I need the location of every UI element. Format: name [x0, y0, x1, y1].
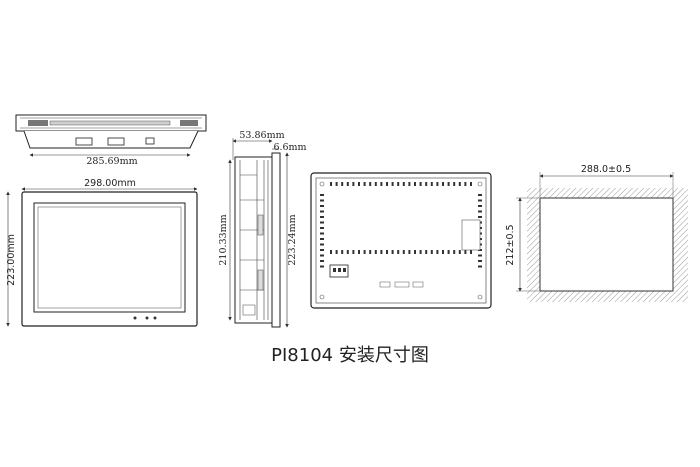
vent-slot [447, 250, 450, 254]
vent-slot [430, 182, 433, 186]
vent-slot [408, 250, 411, 254]
vent-slot [464, 250, 467, 254]
vent-slot [478, 216, 482, 218]
vent-slot [436, 182, 439, 186]
vent-slot [419, 250, 422, 254]
vent-slot [419, 182, 422, 186]
top-view-width-label: 285.69mm [86, 156, 137, 167]
vent-slot [335, 250, 338, 254]
vent-slot [363, 182, 366, 186]
vent-slot [478, 210, 482, 213]
vent-slot [335, 182, 338, 186]
vent-slot [352, 250, 355, 254]
vent-slot [341, 182, 344, 186]
vent-slot [478, 194, 482, 196]
vent-slot [374, 182, 377, 186]
vent-slot [320, 232, 324, 235]
vent-slot [320, 260, 324, 262]
vent-slot [320, 249, 324, 251]
vent-slot [374, 250, 377, 254]
vent-slot [478, 199, 482, 202]
vent-slot [320, 238, 324, 240]
vent-slot [397, 182, 400, 186]
vent-slot [402, 182, 405, 186]
vent-slot [346, 182, 349, 186]
vent-slot [458, 182, 461, 186]
vent-slot [425, 250, 428, 254]
front-view: 298.00mm 223.00mm [6, 178, 198, 327]
vent-slot [391, 182, 394, 186]
front-height-label: 223.00mm [6, 234, 17, 286]
vent-slot [470, 182, 472, 186]
vent-slot [330, 250, 332, 254]
vent-slot [330, 182, 332, 186]
vent-slot [363, 250, 366, 254]
vent-slot [320, 243, 324, 246]
vent-slot [402, 250, 405, 254]
rear-view [310, 172, 492, 309]
vent-slot [478, 260, 482, 262]
cutout-height-label: 212±0.5 [505, 224, 516, 265]
vent-slot [341, 250, 344, 254]
side-bezel-label: 6.6mm [273, 142, 306, 153]
vent-slot [346, 250, 349, 254]
vent-slot [358, 182, 360, 186]
vent-slot [320, 205, 324, 207]
vent-slot [478, 254, 482, 257]
vent-slot [436, 250, 439, 254]
vent-slot [320, 227, 324, 229]
vent-slot [425, 182, 428, 186]
vent-slot [320, 254, 324, 257]
led-indicator [153, 316, 157, 320]
vent-slot [458, 250, 461, 254]
vent-slot [380, 250, 383, 254]
led-indicator [133, 316, 137, 320]
vent-slot [320, 265, 324, 268]
side-inner-height-label: 210.33mm [218, 214, 229, 265]
vent-slot [391, 250, 394, 254]
side-view: 53.86mm 6.6mm 210.33mm 223.24mm [218, 130, 307, 328]
front-width-label: 298.00mm [84, 178, 136, 189]
cutout-width-label: 288.0±0.5 [581, 164, 631, 175]
vent-slot [386, 182, 388, 186]
vent-slot [470, 250, 472, 254]
vent-slot [320, 221, 324, 224]
vent-slot [369, 250, 372, 254]
vent-slot [464, 182, 467, 186]
side-outer-height-label: 223.24mm [287, 214, 298, 265]
vent-slot [478, 265, 482, 268]
vent-slot [430, 250, 433, 254]
vent-slot [397, 250, 400, 254]
vent-slot [478, 205, 482, 207]
vent-slot [453, 250, 456, 254]
vent-slot [414, 250, 416, 254]
vent-slot [369, 182, 372, 186]
vent-slot [414, 182, 416, 186]
vent-slot [442, 250, 444, 254]
led-indicator [145, 316, 149, 320]
vent-slot [408, 182, 411, 186]
top-view: 285.69mm [15, 114, 207, 167]
vent-slot [352, 182, 355, 186]
panel-cutout: 288.0±0.5 212±0.5 [505, 164, 688, 302]
vent-slot [386, 250, 388, 254]
vent-slot [320, 199, 324, 202]
vent-slot [320, 216, 324, 218]
vent-slot [358, 250, 360, 254]
vent-slot [442, 182, 444, 186]
side-depth-label: 53.86mm [239, 130, 284, 141]
vent-slot [320, 210, 324, 213]
vent-slot [320, 194, 324, 196]
vent-slot [380, 182, 383, 186]
drawing-caption: PI8104 安装尺寸图 [271, 345, 429, 366]
vent-slot [447, 182, 450, 186]
vent-slot [453, 182, 456, 186]
